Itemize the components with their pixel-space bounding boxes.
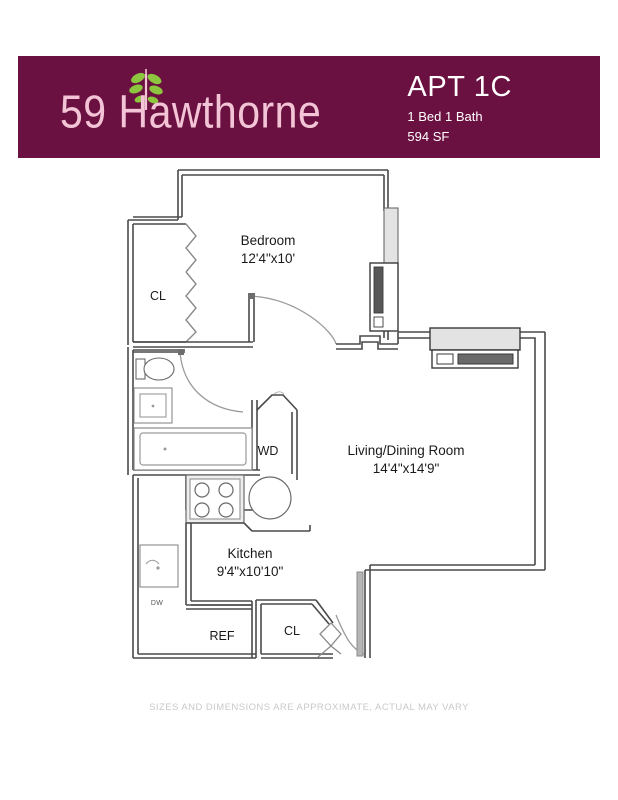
bedroom-closet-bifold-doors: [185, 223, 197, 343]
washer-dryer-label: WD: [258, 444, 279, 458]
bedroom-label: Bedroom: [241, 233, 296, 248]
sprout-leaves-icon: [129, 69, 163, 110]
washer-dryer-closet-walls: [256, 394, 298, 474]
brand-logo[interactable]: 59 Hawthorne: [60, 66, 321, 151]
apartment-beds-baths: 1 Bed 1 Bath: [407, 109, 483, 124]
apartment-title: APT 1C: [407, 71, 512, 103]
toilet-icon: [135, 357, 175, 381]
kitchen-dimensions: 9'4"x10'10": [217, 564, 284, 579]
entry-closet-bifold-doors: [317, 622, 342, 658]
apartment-info: APT 1C 1 Bed 1 Bath 594 SF: [407, 70, 512, 146]
disclaimer-text: SIZES AND DIMENSIONS ARE APPROXIMATE, AC…: [149, 702, 469, 713]
living-room-label: Living/Dining Room: [347, 443, 464, 458]
dishwasher-label: DW: [151, 600, 163, 607]
living-room-dimensions: 14'4"x14'9": [373, 461, 440, 476]
radiator-icon: [429, 327, 521, 369]
washer-dryer-door-icon: [273, 391, 285, 395]
refrigerator-box: [138, 600, 256, 659]
kitchen-sink-icon: [139, 544, 179, 588]
bathtub-icon: [133, 427, 253, 471]
apartment-square-feet: 594 SF: [407, 129, 450, 144]
vanity-sink-icon: [133, 387, 173, 424]
bedroom-closet-label: CL: [150, 289, 166, 303]
entry-closet-walls: [255, 599, 334, 659]
floorplan-drawing: Bedroom 12'4"x10' Living/Dining Room 14'…: [0, 160, 618, 680]
header-banner: 59 Hawthorne APT 1C 1 Bed 1 Bath 594 SF: [18, 56, 600, 158]
refrigerator-label: REF: [210, 629, 235, 643]
window-icon: [369, 207, 399, 332]
bedroom-closet-walls: [133, 223, 186, 343]
bathroom-door-leaf: [178, 349, 184, 355]
brand-logo-text: 59 Hawthorne: [60, 86, 322, 138]
bedroom-door-leaf: [248, 293, 255, 299]
entry-door-leaf: [356, 571, 364, 657]
kitchen-label: Kitchen: [227, 546, 272, 561]
living-room-walls: [252, 474, 545, 658]
round-sink-icon: [248, 476, 292, 520]
stove-4-burner-icon: [185, 474, 245, 524]
bedroom-door-icon: [250, 295, 337, 345]
bedroom-dimensions: 12'4"x10': [241, 251, 295, 266]
bedroom-interior-walls: [133, 296, 255, 348]
bathroom-door-icon: [179, 351, 244, 413]
floorplan-svg: Bedroom 12'4"x10' Living/Dining Room 14'…: [127, 169, 546, 659]
entry-closet-label: CL: [284, 624, 300, 638]
